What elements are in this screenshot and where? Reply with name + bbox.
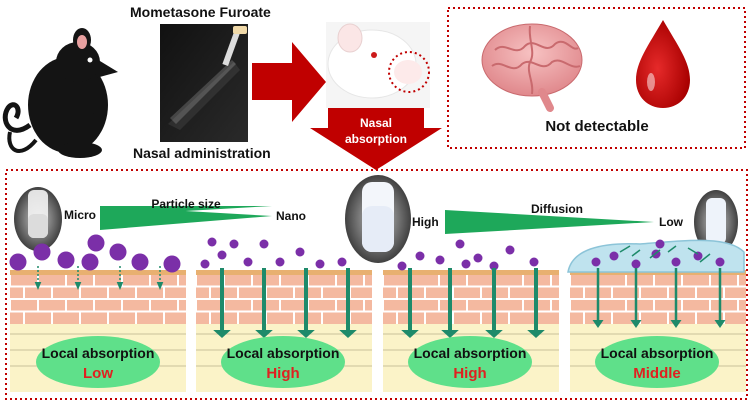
particle-p1-6 xyxy=(131,253,149,271)
absorb-arrow-p3-2 xyxy=(441,268,459,338)
white-rat-photo xyxy=(326,22,430,108)
panel-3-mid-label: Diffusion xyxy=(531,202,583,216)
absorption-title-1: Local absorption xyxy=(42,345,155,361)
absorption-ellipse-2 xyxy=(221,336,345,388)
particle-p2-1 xyxy=(200,259,210,269)
blood-drop-icon xyxy=(636,20,690,108)
particle-p2-2 xyxy=(217,250,227,260)
particle-p1-2 xyxy=(33,243,51,261)
bottom-panel-border xyxy=(5,169,748,400)
panel-3-right-label: Low xyxy=(659,215,684,229)
absorb-arrow-p4-4 xyxy=(714,268,726,328)
particle-p3-9 xyxy=(461,259,471,269)
particle-p1-1 xyxy=(9,253,27,271)
right-arrow-icon xyxy=(252,42,326,122)
particle-p2-10 xyxy=(207,237,217,247)
absorb-arrow-p2-3 xyxy=(297,268,315,338)
absorption-level-1: Low xyxy=(83,365,113,382)
particle-p4-8 xyxy=(655,239,665,249)
absorb-arrow-p4-1 xyxy=(592,268,604,328)
particle-p3-7 xyxy=(505,245,515,255)
panel-3-header: High Diffusion Low xyxy=(345,175,738,263)
particle-p3-2 xyxy=(415,251,425,261)
particle-p3-1 xyxy=(397,261,407,271)
particle-p3-3 xyxy=(435,255,445,265)
particle-p2-4 xyxy=(243,257,253,267)
absorb-arrow-p4-3 xyxy=(670,268,682,328)
absorb-arrow-p4-2 xyxy=(630,268,642,328)
not-detectable-label: Not detectable xyxy=(545,118,648,135)
absorption-level-4: Middle xyxy=(633,365,681,382)
particle-p3-5 xyxy=(473,253,483,263)
particle-p4-6 xyxy=(693,251,703,261)
diffusion-arrow-2 xyxy=(649,249,661,259)
absorb-arrow-p1-3 xyxy=(116,266,124,290)
particle-p2-8 xyxy=(315,259,325,269)
absorb-arrow-p1-4 xyxy=(156,266,164,290)
nasal-spray-photo xyxy=(160,24,248,142)
rat-silhouette-icon xyxy=(2,28,118,158)
particle-p3-6 xyxy=(489,261,499,271)
absorb-arrow-p1-1 xyxy=(34,266,42,290)
particle-p1-4 xyxy=(87,234,105,252)
particle-p2-6 xyxy=(275,257,285,267)
particle-p4-3 xyxy=(631,259,641,269)
particle-p2-5 xyxy=(259,239,269,249)
absorb-arrow-p2-2 xyxy=(255,268,273,338)
particle-p4-2 xyxy=(609,251,619,261)
absorption-level-3: High xyxy=(453,365,486,382)
absorption-ellipse-3 xyxy=(408,336,532,388)
panel-1-mid-label: Particle size xyxy=(151,197,221,211)
particle-p3-4 xyxy=(455,239,465,249)
diffusion-arrow-5 xyxy=(631,249,641,257)
diffusion-arrow-6 xyxy=(667,245,677,253)
absorption-ellipse-1 xyxy=(36,336,160,388)
arrow-label-line1: Nasal xyxy=(360,116,392,130)
diffusion-wedge xyxy=(445,210,654,234)
absorption-ellipse-4 xyxy=(595,336,719,388)
absorption-title-4: Local absorption xyxy=(601,345,714,361)
panel-1-right-label: Nano xyxy=(276,209,306,223)
diffusion-arrow-1 xyxy=(619,245,631,253)
panel-1-left-label: Micro xyxy=(64,208,96,222)
absorb-arrow-p2-4 xyxy=(339,268,357,338)
absorption-title-2: Local absorption xyxy=(227,345,340,361)
absorption-level-2: High xyxy=(266,365,299,382)
absorb-arrow-p3-1 xyxy=(401,268,419,338)
absorb-arrow-p2-1 xyxy=(213,268,231,338)
down-arrow-icon xyxy=(310,108,442,170)
diffusion-arrow-4 xyxy=(699,253,711,263)
particle-p1-7 xyxy=(163,255,181,273)
particle-p4-7 xyxy=(715,257,725,267)
particle-p1-5 xyxy=(109,243,127,261)
nose-highlight-circle xyxy=(388,51,430,93)
arrow-label-line2: absorption xyxy=(345,132,407,146)
absorption-title-3: Local absorption xyxy=(414,345,527,361)
route-label: Nasal administration xyxy=(133,145,271,161)
brain-icon xyxy=(481,23,583,112)
panel-1-header: Micro Particle size Nano xyxy=(14,187,306,251)
particle-p2-3 xyxy=(229,239,239,249)
particle-p4-1 xyxy=(591,257,601,267)
particle-p2-9 xyxy=(337,257,347,267)
absorb-arrow-p1-2 xyxy=(74,266,82,290)
not-detectable-box xyxy=(447,7,746,149)
particle-p1-8 xyxy=(81,253,99,271)
particle-p3-8 xyxy=(529,257,539,267)
panel-3-left-label: High xyxy=(412,215,439,229)
absorb-arrow-p3-3 xyxy=(485,268,503,338)
particle-p4-5 xyxy=(671,257,681,267)
drug-label: Mometasone Furoate xyxy=(130,4,271,20)
absorb-arrow-p3-4 xyxy=(527,268,545,338)
particle-p2-7 xyxy=(295,247,305,257)
diffusion-arrow-3 xyxy=(687,247,699,255)
particle-p1-3 xyxy=(57,251,75,269)
